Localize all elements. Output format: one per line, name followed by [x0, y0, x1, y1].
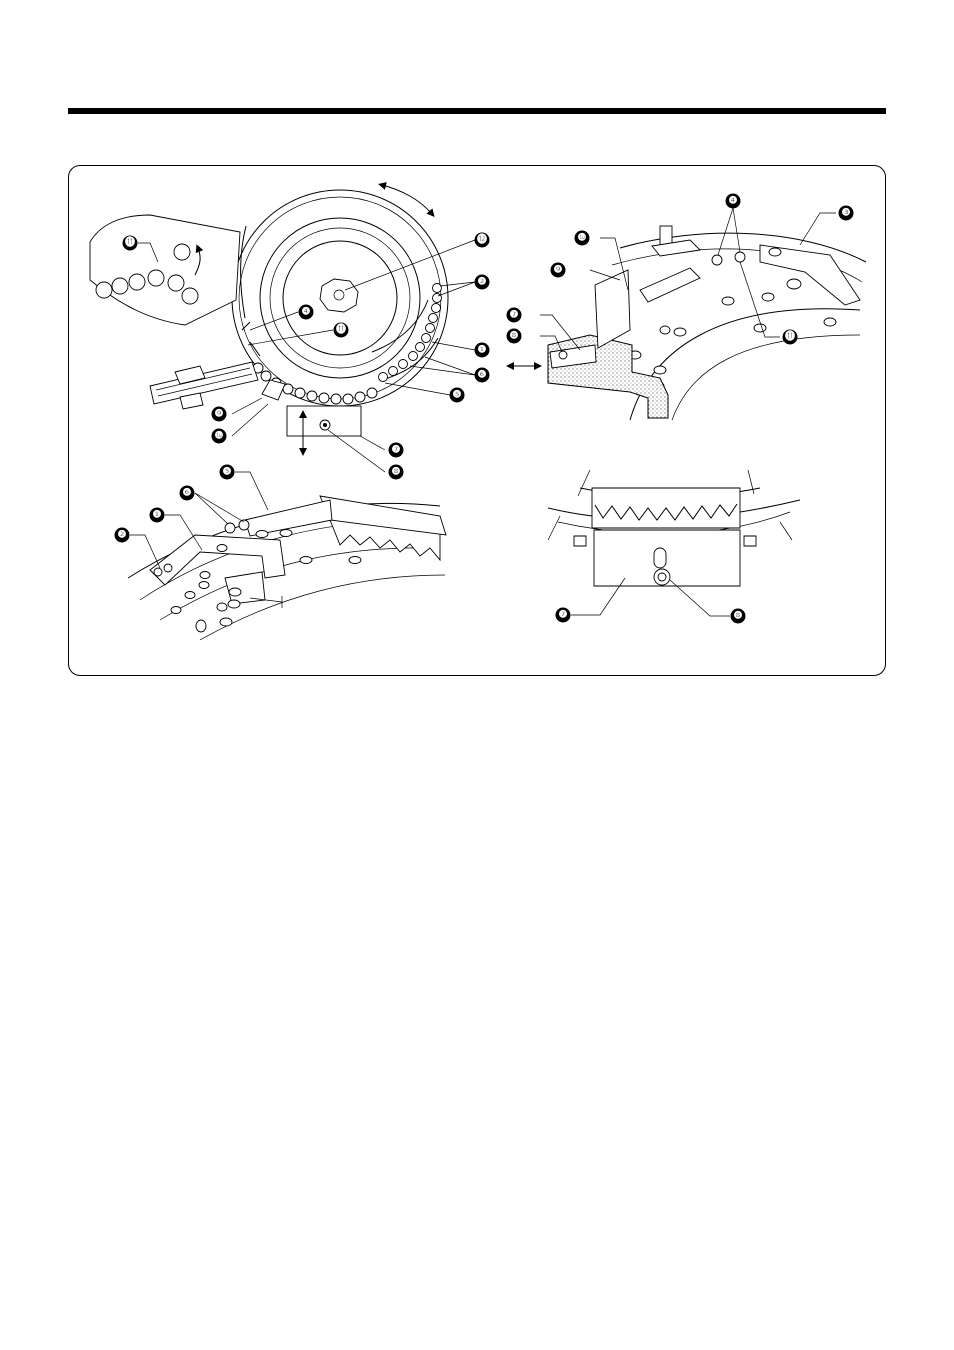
- svg-text:❽: ❽: [734, 611, 743, 622]
- callout-7-front: ❼: [556, 608, 571, 623]
- svg-text:⓬: ⓬: [477, 233, 487, 246]
- callout-7: ❼: [389, 443, 404, 458]
- callout-1-lower: ❶: [150, 508, 165, 523]
- svg-text:❾: ❾: [554, 265, 563, 276]
- callout-9-right: ❾: [551, 263, 566, 278]
- svg-text:⓫: ⓫: [785, 330, 795, 343]
- callout-2: ❷: [475, 275, 490, 290]
- feeder-bowl-top-view: [90, 185, 475, 472]
- svg-text:❹: ❹: [729, 196, 738, 207]
- callout-7-right: ❼: [507, 308, 522, 323]
- feed-guide-perspective-right: [510, 208, 866, 420]
- callout-2-lower: ❷: [115, 528, 130, 543]
- svg-text:❻: ❻: [183, 488, 192, 499]
- svg-text:❼: ❼: [559, 610, 568, 621]
- svg-text:❷: ❷: [478, 277, 487, 288]
- svg-text:❿: ❿: [215, 431, 224, 442]
- callout-4: ❹: [299, 305, 314, 320]
- callout-5-lower: ❺: [220, 465, 235, 480]
- chute-plate-front-view: [548, 470, 800, 616]
- callout-10-right: ❿: [575, 231, 590, 246]
- callout-12: ⓬: [475, 233, 490, 248]
- callout-8-front: ❽: [731, 609, 746, 624]
- svg-text:❼: ❼: [392, 445, 401, 456]
- svg-text:❽: ❽: [510, 331, 519, 342]
- svg-text:⓫: ⓫: [125, 236, 135, 249]
- callout-11-inset: ⓫: [123, 236, 138, 251]
- svg-text:❶: ❶: [478, 345, 487, 356]
- svg-text:❷: ❷: [118, 530, 127, 541]
- callout-3: ❸: [839, 206, 854, 221]
- svg-text:❶: ❶: [153, 510, 162, 521]
- callout-6-lower: ❻: [180, 486, 195, 501]
- svg-text:❼: ❼: [510, 310, 519, 321]
- callout-10: ❿: [212, 429, 227, 444]
- svg-text:⓫: ⓫: [336, 323, 346, 336]
- svg-text:❾: ❾: [215, 409, 224, 420]
- svg-text:❸: ❸: [842, 208, 851, 219]
- callout-8: ❽: [389, 465, 404, 480]
- callout-5: ❺: [450, 388, 465, 403]
- svg-text:❻: ❻: [478, 370, 487, 381]
- callout-11: ⓫: [334, 323, 349, 338]
- svg-text:❽: ❽: [392, 467, 401, 478]
- callout-1: ❶: [475, 343, 490, 358]
- callout-11-right: ⓫: [783, 330, 798, 345]
- callout-8-right: ❽: [507, 329, 522, 344]
- svg-text:❺: ❺: [223, 467, 232, 478]
- button-guide-perspective-left: [128, 472, 446, 640]
- callout-4-right: ❹: [726, 194, 741, 209]
- callout-6: ❻: [475, 368, 490, 383]
- callout-9: ❾: [212, 407, 227, 422]
- svg-text:❺: ❺: [453, 390, 462, 401]
- svg-text:❿: ❿: [578, 233, 587, 244]
- svg-text:❹: ❹: [302, 307, 311, 318]
